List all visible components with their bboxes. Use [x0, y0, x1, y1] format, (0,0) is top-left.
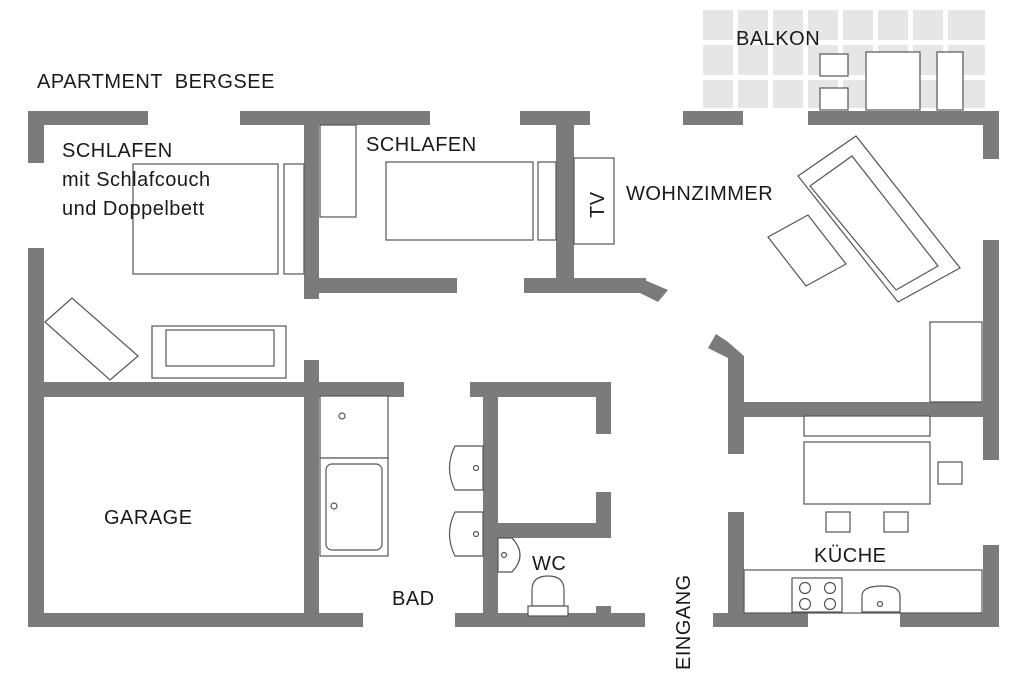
- armchair: [44, 297, 139, 381]
- walls: [28, 111, 999, 627]
- double-bed: [132, 163, 279, 275]
- chair: [825, 511, 851, 533]
- tv-label: TV: [587, 191, 609, 218]
- room-label-kueche: KÜCHE: [814, 545, 887, 567]
- room-label-schlafen-1: SCHLAFEN: [62, 140, 173, 162]
- bed: [385, 161, 534, 241]
- kitchen-shelf: [803, 415, 931, 437]
- room-label-wc: WC: [532, 553, 566, 575]
- toilet: [531, 575, 565, 607]
- room-label-bad: BAD: [392, 588, 435, 610]
- room-label-schlafen-1-line2: mit Schlafcouch: [62, 169, 211, 191]
- room-label-schlafen-2: SCHLAFEN: [366, 134, 477, 156]
- chair: [937, 461, 963, 485]
- nightstand: [283, 163, 305, 275]
- entrance-label: EINGANG: [673, 574, 695, 670]
- nightstand-2: [537, 161, 557, 241]
- balcony-furniture: [819, 51, 964, 111]
- wardrobe: [319, 124, 357, 218]
- wc-sink: [497, 537, 521, 573]
- sink-1: [448, 445, 484, 491]
- bath-sink-counter: [319, 395, 389, 459]
- tv-cabinet: [573, 157, 615, 245]
- sink-2: [448, 511, 484, 557]
- kitchen-sink: [861, 585, 901, 613]
- dining-table: [803, 441, 931, 505]
- plan-title: APARTMENT BERGSEE: [37, 71, 275, 93]
- room-label-balkon: BALKON: [736, 28, 820, 50]
- furniture: [44, 124, 983, 617]
- living-cabinet: [929, 321, 983, 403]
- room-label-garage: GARAGE: [104, 507, 193, 529]
- room-label-schlafen-1-line3: und Doppelbett: [62, 198, 205, 220]
- room-label-wohnzimmer: WOHNZIMMER: [626, 183, 773, 205]
- chair: [883, 511, 909, 533]
- coffee-table: [767, 214, 847, 287]
